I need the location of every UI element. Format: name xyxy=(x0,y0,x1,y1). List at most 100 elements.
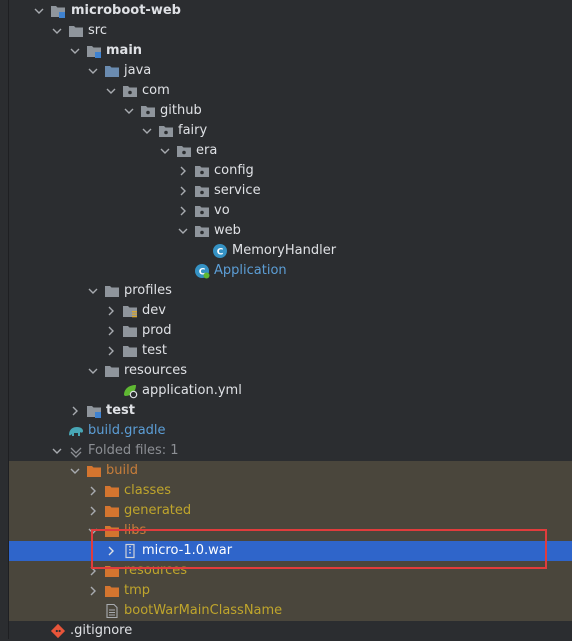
chevron-down-icon[interactable] xyxy=(158,141,172,161)
package-icon xyxy=(158,123,174,139)
tree-row-profiles[interactable]: profiles xyxy=(9,281,572,301)
chevron-right-icon[interactable] xyxy=(104,301,118,321)
tree-row-prod[interactable]: prod xyxy=(9,321,572,341)
tree-row-web[interactable]: web xyxy=(9,221,572,241)
package-icon xyxy=(122,83,138,99)
source-folder-icon xyxy=(104,63,120,79)
excluded-folder-icon xyxy=(104,483,120,499)
tree-row-java[interactable]: java xyxy=(9,61,572,81)
tree-row-microboot-web[interactable]: microboot-web xyxy=(9,1,572,21)
tree-row-application[interactable]: C Application xyxy=(9,261,572,281)
tree-row-resources[interactable]: resources xyxy=(9,361,572,381)
svg-text:C: C xyxy=(199,268,206,278)
tree-label: config xyxy=(214,163,254,178)
chevron-down-icon[interactable] xyxy=(50,441,64,461)
tree-row-src[interactable]: src xyxy=(9,21,572,41)
excluded-folder-icon xyxy=(104,583,120,599)
folder-icon xyxy=(104,363,120,379)
annotation-highlight-box xyxy=(91,529,547,569)
tree-row-fairy[interactable]: fairy xyxy=(9,121,572,141)
chevron-down-icon[interactable] xyxy=(68,461,82,481)
gradle-icon xyxy=(68,423,84,439)
text-file-icon xyxy=(104,603,120,619)
tree-row-dev[interactable]: dev xyxy=(9,301,572,321)
tree-row-application-yml[interactable]: application.yml xyxy=(9,381,572,401)
chevron-right-icon[interactable] xyxy=(176,201,190,221)
excluded-folder-icon xyxy=(104,503,120,519)
package-icon xyxy=(194,203,210,219)
tree-label: tmp xyxy=(124,583,151,598)
folder-icon xyxy=(122,343,138,359)
tree-label: Folded files: 1 xyxy=(88,443,179,458)
chevron-down-icon[interactable] xyxy=(140,121,154,141)
chevron-right-icon[interactable] xyxy=(68,401,82,421)
tree-label: resources xyxy=(124,363,188,378)
chevron-down-icon[interactable] xyxy=(122,101,136,121)
tree-row-vo[interactable]: vo xyxy=(9,201,572,221)
tree-row-generated[interactable]: generated xyxy=(9,501,572,521)
folded-files-icon xyxy=(68,443,84,459)
archive-icon xyxy=(122,543,138,559)
tree-row-gitignore[interactable]: .gitignore xyxy=(9,621,572,641)
tree-row-config[interactable]: config xyxy=(9,161,572,181)
chevron-down-icon[interactable] xyxy=(68,41,82,61)
tree-row-github[interactable]: github xyxy=(9,101,572,121)
tree-row-tmp[interactable]: tmp xyxy=(9,581,572,601)
chevron-down-icon[interactable] xyxy=(86,281,100,301)
tree-label: service xyxy=(214,183,261,198)
tree-row-folded-files[interactable]: Folded files: 1 xyxy=(9,441,572,461)
tree-row-com[interactable]: com xyxy=(9,81,572,101)
package-icon xyxy=(140,103,156,119)
folder-icon xyxy=(68,23,84,39)
chevron-down-icon[interactable] xyxy=(50,21,64,41)
tree-label: web xyxy=(214,223,241,238)
tree-row-test[interactable]: test xyxy=(9,401,572,421)
spring-yaml-icon xyxy=(122,383,138,399)
chevron-down-icon[interactable] xyxy=(176,221,190,241)
tree-label: src xyxy=(88,23,107,38)
tree-label: MemoryHandler xyxy=(232,243,337,258)
chevron-right-icon[interactable] xyxy=(104,541,118,561)
chevron-down-icon[interactable] xyxy=(86,61,100,81)
tree-label: resources xyxy=(124,563,188,578)
tree-label: .gitignore xyxy=(70,623,133,638)
tree-row-service[interactable]: service xyxy=(9,181,572,201)
tree-row-classes[interactable]: classes xyxy=(9,481,572,501)
tree-label: prod xyxy=(142,323,172,338)
tree-gutter xyxy=(0,0,9,639)
module-folder-icon xyxy=(86,43,102,59)
tree-label: Application xyxy=(214,263,287,278)
chevron-right-icon[interactable] xyxy=(86,581,100,601)
excluded-folder-icon xyxy=(104,523,120,539)
chevron-down-icon[interactable] xyxy=(86,361,100,381)
chevron-down-icon[interactable] xyxy=(32,1,46,21)
tree-label: micro-1.0.war xyxy=(142,543,233,558)
tree-label: github xyxy=(160,103,202,118)
tree-row-era[interactable]: era xyxy=(9,141,572,161)
tree-label: profiles xyxy=(124,283,172,298)
chevron-right-icon[interactable] xyxy=(176,181,190,201)
tree-row-build-gradle[interactable]: build.gradle xyxy=(9,421,572,441)
chevron-right-icon[interactable] xyxy=(176,161,190,181)
tree-label: test xyxy=(106,403,135,418)
tree-row-build[interactable]: build xyxy=(9,461,572,481)
tree-row-boot-war-main-class-name[interactable]: bootWarMainClassName xyxy=(9,601,572,621)
tree-row-test-profile[interactable]: test xyxy=(9,341,572,361)
tree-label: bootWarMainClassName xyxy=(124,603,283,618)
tree-row-memory-handler[interactable]: C MemoryHandler xyxy=(9,241,572,261)
chevron-down-icon[interactable] xyxy=(104,81,118,101)
tree-label: java xyxy=(124,63,152,78)
tree-label: microboot-web xyxy=(71,3,181,18)
package-icon xyxy=(194,163,210,179)
tree-row-main[interactable]: main xyxy=(9,41,572,61)
chevron-right-icon[interactable] xyxy=(86,501,100,521)
chevron-right-icon[interactable] xyxy=(104,321,118,341)
tree-label: generated xyxy=(124,503,192,518)
tree-label: com xyxy=(142,83,170,98)
excluded-folder-icon xyxy=(86,463,102,479)
tree-label: vo xyxy=(214,203,230,218)
chevron-right-icon[interactable] xyxy=(104,341,118,361)
tree-row-micro-war[interactable]: micro-1.0.war xyxy=(9,541,572,561)
chevron-right-icon[interactable] xyxy=(86,481,100,501)
gutter-divider xyxy=(8,0,9,639)
